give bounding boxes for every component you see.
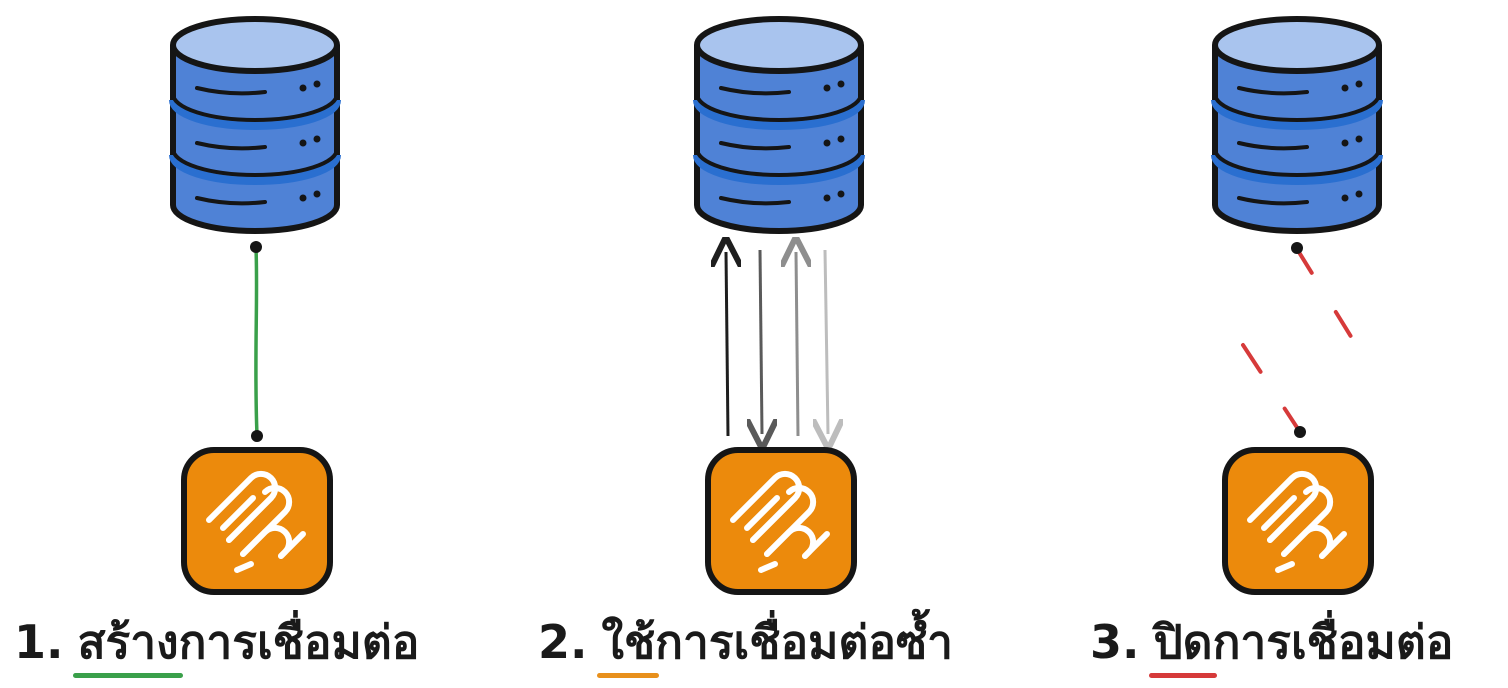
step-label-2: 2.ใช้การเชื่อมต่อซ้ำ [538, 612, 954, 678]
step-text: การเชื่อมต่อ [1212, 615, 1454, 669]
arrow-up-dark [726, 252, 728, 437]
app-logo-icon-1 [181, 447, 333, 595]
arrow-down-dark [760, 249, 762, 434]
app-logo-icon-2 [705, 447, 857, 595]
database-icon-3 [1211, 16, 1383, 234]
connection-dot-top-3 [1291, 242, 1303, 254]
connection-line-close [1241, 242, 1360, 438]
step-keyword: ปิด [1149, 612, 1217, 678]
connection-arrows-reuse [726, 250, 828, 436]
arrow-up-light [796, 252, 798, 437]
step-label-3: 3.ปิดการเชื่อมต่อ [1090, 612, 1454, 678]
connection-line-create [250, 241, 263, 442]
connection-dot-bottom-1 [251, 430, 263, 442]
database-icon-2 [693, 16, 865, 234]
arrow-down-light [825, 249, 828, 434]
step-keyword: สร้าง [73, 612, 183, 678]
connection-dot-top-1 [250, 241, 262, 253]
step-number: 2. [538, 615, 588, 669]
step-text: การเชื่อมต่อ [178, 615, 420, 669]
step-text: การเชื่อมต่อซ้ำ [655, 615, 954, 669]
step-number: 3. [1090, 615, 1140, 669]
connection-dot-bottom-3 [1294, 426, 1306, 438]
step-number: 1. [14, 615, 64, 669]
database-icon-1 [169, 16, 341, 234]
app-logo-icon-3 [1222, 447, 1374, 595]
step-label-1: 1.สร้างการเชื่อมต่อ [14, 612, 420, 678]
step-keyword: ใช้ [597, 612, 659, 678]
